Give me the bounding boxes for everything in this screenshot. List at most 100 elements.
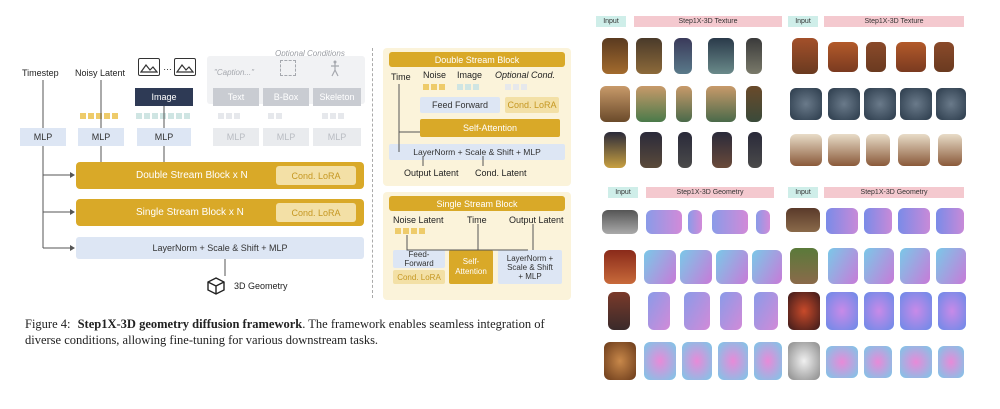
double-stream-label: Double Stream Block x N bbox=[136, 170, 248, 181]
text-mlp-box: MLP bbox=[213, 128, 259, 146]
ellipsis: … bbox=[163, 62, 172, 72]
ninja-thumb bbox=[712, 132, 732, 168]
ninja-thumb bbox=[678, 132, 692, 168]
sb-feed-forward: Feed- Forward bbox=[393, 250, 445, 268]
single-stream-label: Single Stream Block x N bbox=[136, 207, 244, 218]
double-block-detail bbox=[383, 48, 571, 186]
demon-mask-mesh-thumb bbox=[864, 292, 894, 330]
figure-label: Figure 4: bbox=[25, 317, 71, 331]
skeleton-encoder-box: Skeleton bbox=[313, 88, 361, 106]
character-thumb bbox=[636, 86, 666, 122]
separator bbox=[372, 48, 373, 298]
sheep-mesh-thumb bbox=[938, 346, 964, 378]
vase-mesh-thumb bbox=[936, 248, 966, 284]
warrior-mesh-thumb bbox=[720, 292, 742, 330]
image-icon bbox=[174, 58, 196, 76]
ninja-thumb bbox=[640, 132, 662, 168]
robot-thumb bbox=[896, 42, 926, 72]
dragon-mesh-thumb bbox=[752, 250, 782, 284]
sheep-mesh-thumb bbox=[826, 346, 858, 378]
dragon-thumb bbox=[604, 250, 636, 284]
sheep-mesh-thumb bbox=[864, 346, 892, 378]
flow-arrows bbox=[42, 80, 226, 276]
bicycle-mesh-thumb bbox=[688, 210, 702, 234]
sheep-thumb bbox=[788, 342, 820, 380]
character-thumb bbox=[600, 86, 630, 122]
figure-caption: Figure 4: Step1X-3D geometry diffusion f… bbox=[25, 316, 575, 348]
ship-thumb bbox=[898, 134, 930, 166]
robot-thumb bbox=[828, 42, 858, 72]
caption-placeholder: "Caption..." bbox=[214, 68, 254, 77]
dragon-mesh-thumb bbox=[680, 250, 712, 284]
dragon-mesh-thumb bbox=[716, 250, 748, 284]
sb-arrows bbox=[406, 224, 534, 251]
bear-mesh-thumb bbox=[644, 342, 676, 380]
double-block-title: Double Stream Block bbox=[389, 52, 565, 67]
dragon-mesh-thumb bbox=[644, 250, 676, 284]
table-thumb bbox=[786, 208, 820, 232]
vase-mesh-thumb bbox=[900, 248, 930, 284]
spider-thumb bbox=[900, 88, 932, 120]
character-thumb bbox=[676, 86, 692, 122]
timestep-label: Timestep bbox=[22, 68, 59, 78]
figure-title: Step1X-3D geometry diffusion framework bbox=[77, 317, 303, 331]
sb-cond-lora: Cond. LoRA bbox=[393, 270, 445, 284]
single-cond-lora: Cond. LoRA bbox=[276, 203, 356, 222]
db-self-attention: Self-Attention bbox=[420, 119, 560, 137]
vase-mesh-thumb bbox=[864, 248, 894, 284]
bear-mesh-thumb bbox=[682, 342, 712, 380]
skeleton-mlp-box: MLP bbox=[313, 128, 361, 146]
demon-mask-mesh-thumb bbox=[826, 292, 858, 330]
db-output-latent: Output Latent bbox=[404, 168, 459, 178]
image-mlp-box: MLP bbox=[137, 128, 191, 146]
db-image-label: Image bbox=[457, 70, 483, 80]
bbox-icon bbox=[280, 60, 296, 76]
bear-mesh-thumb bbox=[718, 342, 748, 380]
db-cond-latent: Cond. Latent bbox=[475, 168, 527, 178]
ship-thumb bbox=[938, 134, 962, 166]
spider-thumb bbox=[936, 88, 966, 120]
texture-right-input-tag: Input bbox=[788, 16, 818, 27]
table-mesh-thumb bbox=[826, 208, 858, 234]
bicycle-mesh-thumb bbox=[756, 210, 770, 234]
spider-thumb bbox=[828, 88, 860, 120]
table-mesh-thumb bbox=[864, 208, 892, 234]
bbox-encoder-box: B-Box bbox=[263, 88, 309, 106]
vase-thumb bbox=[790, 248, 818, 284]
ship-thumb bbox=[790, 134, 822, 166]
optional-conditions-label: Optional Conditions bbox=[275, 49, 345, 58]
bbox-mlp-box: MLP bbox=[263, 128, 309, 146]
character-thumb bbox=[706, 86, 736, 122]
mask-thumb bbox=[708, 38, 734, 74]
text-encoder-box: Text bbox=[213, 88, 259, 106]
output-label: 3D Geometry bbox=[234, 281, 288, 291]
bear-thumb bbox=[604, 342, 636, 380]
image-encoder-box: Image bbox=[135, 88, 193, 106]
sb-output-latent: Output Latent bbox=[509, 215, 564, 225]
db-feed-forward: Feed Forward bbox=[420, 97, 500, 113]
latent-mlp-box: MLP bbox=[78, 128, 124, 146]
ninja-thumb bbox=[748, 132, 762, 168]
mask-thumb bbox=[674, 38, 692, 74]
sb-self-attention: Self- Attention bbox=[449, 250, 493, 284]
demon-mask-mesh-thumb bbox=[938, 292, 966, 330]
skeleton-icon bbox=[328, 60, 342, 78]
geometry-left-title-tag: Step1X-3D Geometry bbox=[646, 187, 774, 198]
results-gallery: Input Step1X-3D Texture Input Step1X-3D … bbox=[588, 0, 1000, 409]
table-mesh-thumb bbox=[936, 208, 964, 234]
ship-thumb bbox=[828, 134, 860, 166]
sheep-mesh-thumb bbox=[900, 346, 932, 378]
robot-thumb bbox=[934, 42, 954, 72]
bicycle-mesh-thumb bbox=[712, 210, 748, 234]
bicycle-thumb bbox=[602, 210, 638, 234]
robot-thumb bbox=[866, 42, 886, 72]
texture-left-title-tag: Step1X-3D Texture bbox=[634, 16, 782, 27]
bicycle-mesh-thumb bbox=[646, 210, 682, 234]
timestep-mlp-box: MLP bbox=[20, 128, 66, 146]
geometry-left-input-tag: Input bbox=[608, 187, 638, 198]
final-layernorm-box: LayerNorm + Scale & Shift + MLP bbox=[76, 237, 364, 259]
figure-caption-text: . The framework enables seamless integra… bbox=[25, 317, 545, 347]
warrior-mesh-thumb bbox=[684, 292, 710, 330]
spider-thumb bbox=[790, 88, 822, 120]
warrior-thumb bbox=[608, 292, 630, 330]
